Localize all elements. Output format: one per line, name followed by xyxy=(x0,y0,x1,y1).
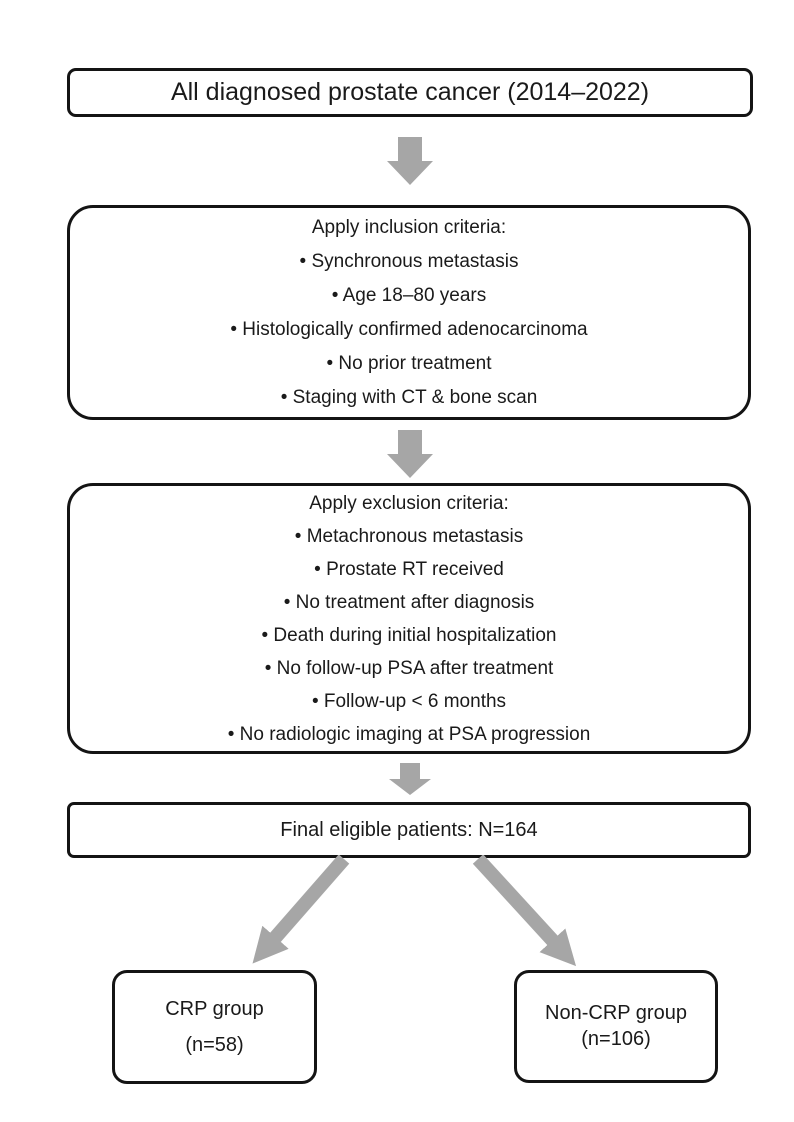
exclusion-title: Apply exclusion criteria: xyxy=(309,493,509,514)
diagonal-arrow-left-icon xyxy=(252,855,350,964)
flow-box-non-crp-group: Non-CRP group (n=106) xyxy=(514,970,718,1083)
exclusion-item: • No follow-up PSA after treatment xyxy=(264,658,554,679)
diagonal-arrow-right-icon xyxy=(472,855,577,967)
down-arrow-small-icon xyxy=(389,763,431,795)
exclusion-item: • Death during initial hospitalization xyxy=(261,625,557,646)
final-eligible-label: Final eligible patients: N=164 xyxy=(280,818,538,841)
down-arrow-icon xyxy=(387,430,433,478)
exclusion-item: • No treatment after diagnosis xyxy=(283,592,535,613)
exclusion-item: • Metachronous metastasis xyxy=(294,526,524,547)
down-arrow-icon xyxy=(387,137,433,185)
flow-box-exclusion-criteria: Apply exclusion criteria: • Metachronous… xyxy=(67,483,751,754)
flow-box-population: All diagnosed prostate cancer (2014–2022… xyxy=(67,68,753,117)
population-label: All diagnosed prostate cancer (2014–2022… xyxy=(170,78,650,106)
inclusion-item: • Synchronous metastasis xyxy=(299,251,519,272)
non-crp-group-label: Non-CRP group xyxy=(545,1002,687,1024)
inclusion-item: • No prior treatment xyxy=(326,353,492,374)
non-crp-group-count: (n=106) xyxy=(581,1028,651,1050)
exclusion-item: • Prostate RT received xyxy=(314,559,504,580)
inclusion-item: • Age 18–80 years xyxy=(331,285,487,306)
inclusion-title: Apply inclusion criteria: xyxy=(311,217,507,238)
branch-arrows xyxy=(252,855,577,967)
crp-group-count: (n=58) xyxy=(185,1033,244,1056)
flow-box-crp-group: CRP group (n=58) xyxy=(112,970,317,1084)
crp-group-label: CRP group xyxy=(165,997,264,1020)
inclusion-item: • Histologically confirmed adenocarcinom… xyxy=(230,319,588,340)
inclusion-item: • Staging with CT & bone scan xyxy=(280,387,538,408)
exclusion-item: • No radiologic imaging at PSA progressi… xyxy=(227,724,591,745)
exclusion-item: • Follow-up < 6 months xyxy=(311,691,507,712)
flow-box-inclusion-criteria: Apply inclusion criteria: • Synchronous … xyxy=(67,205,751,420)
flow-box-final-eligible: Final eligible patients: N=164 xyxy=(67,802,751,858)
